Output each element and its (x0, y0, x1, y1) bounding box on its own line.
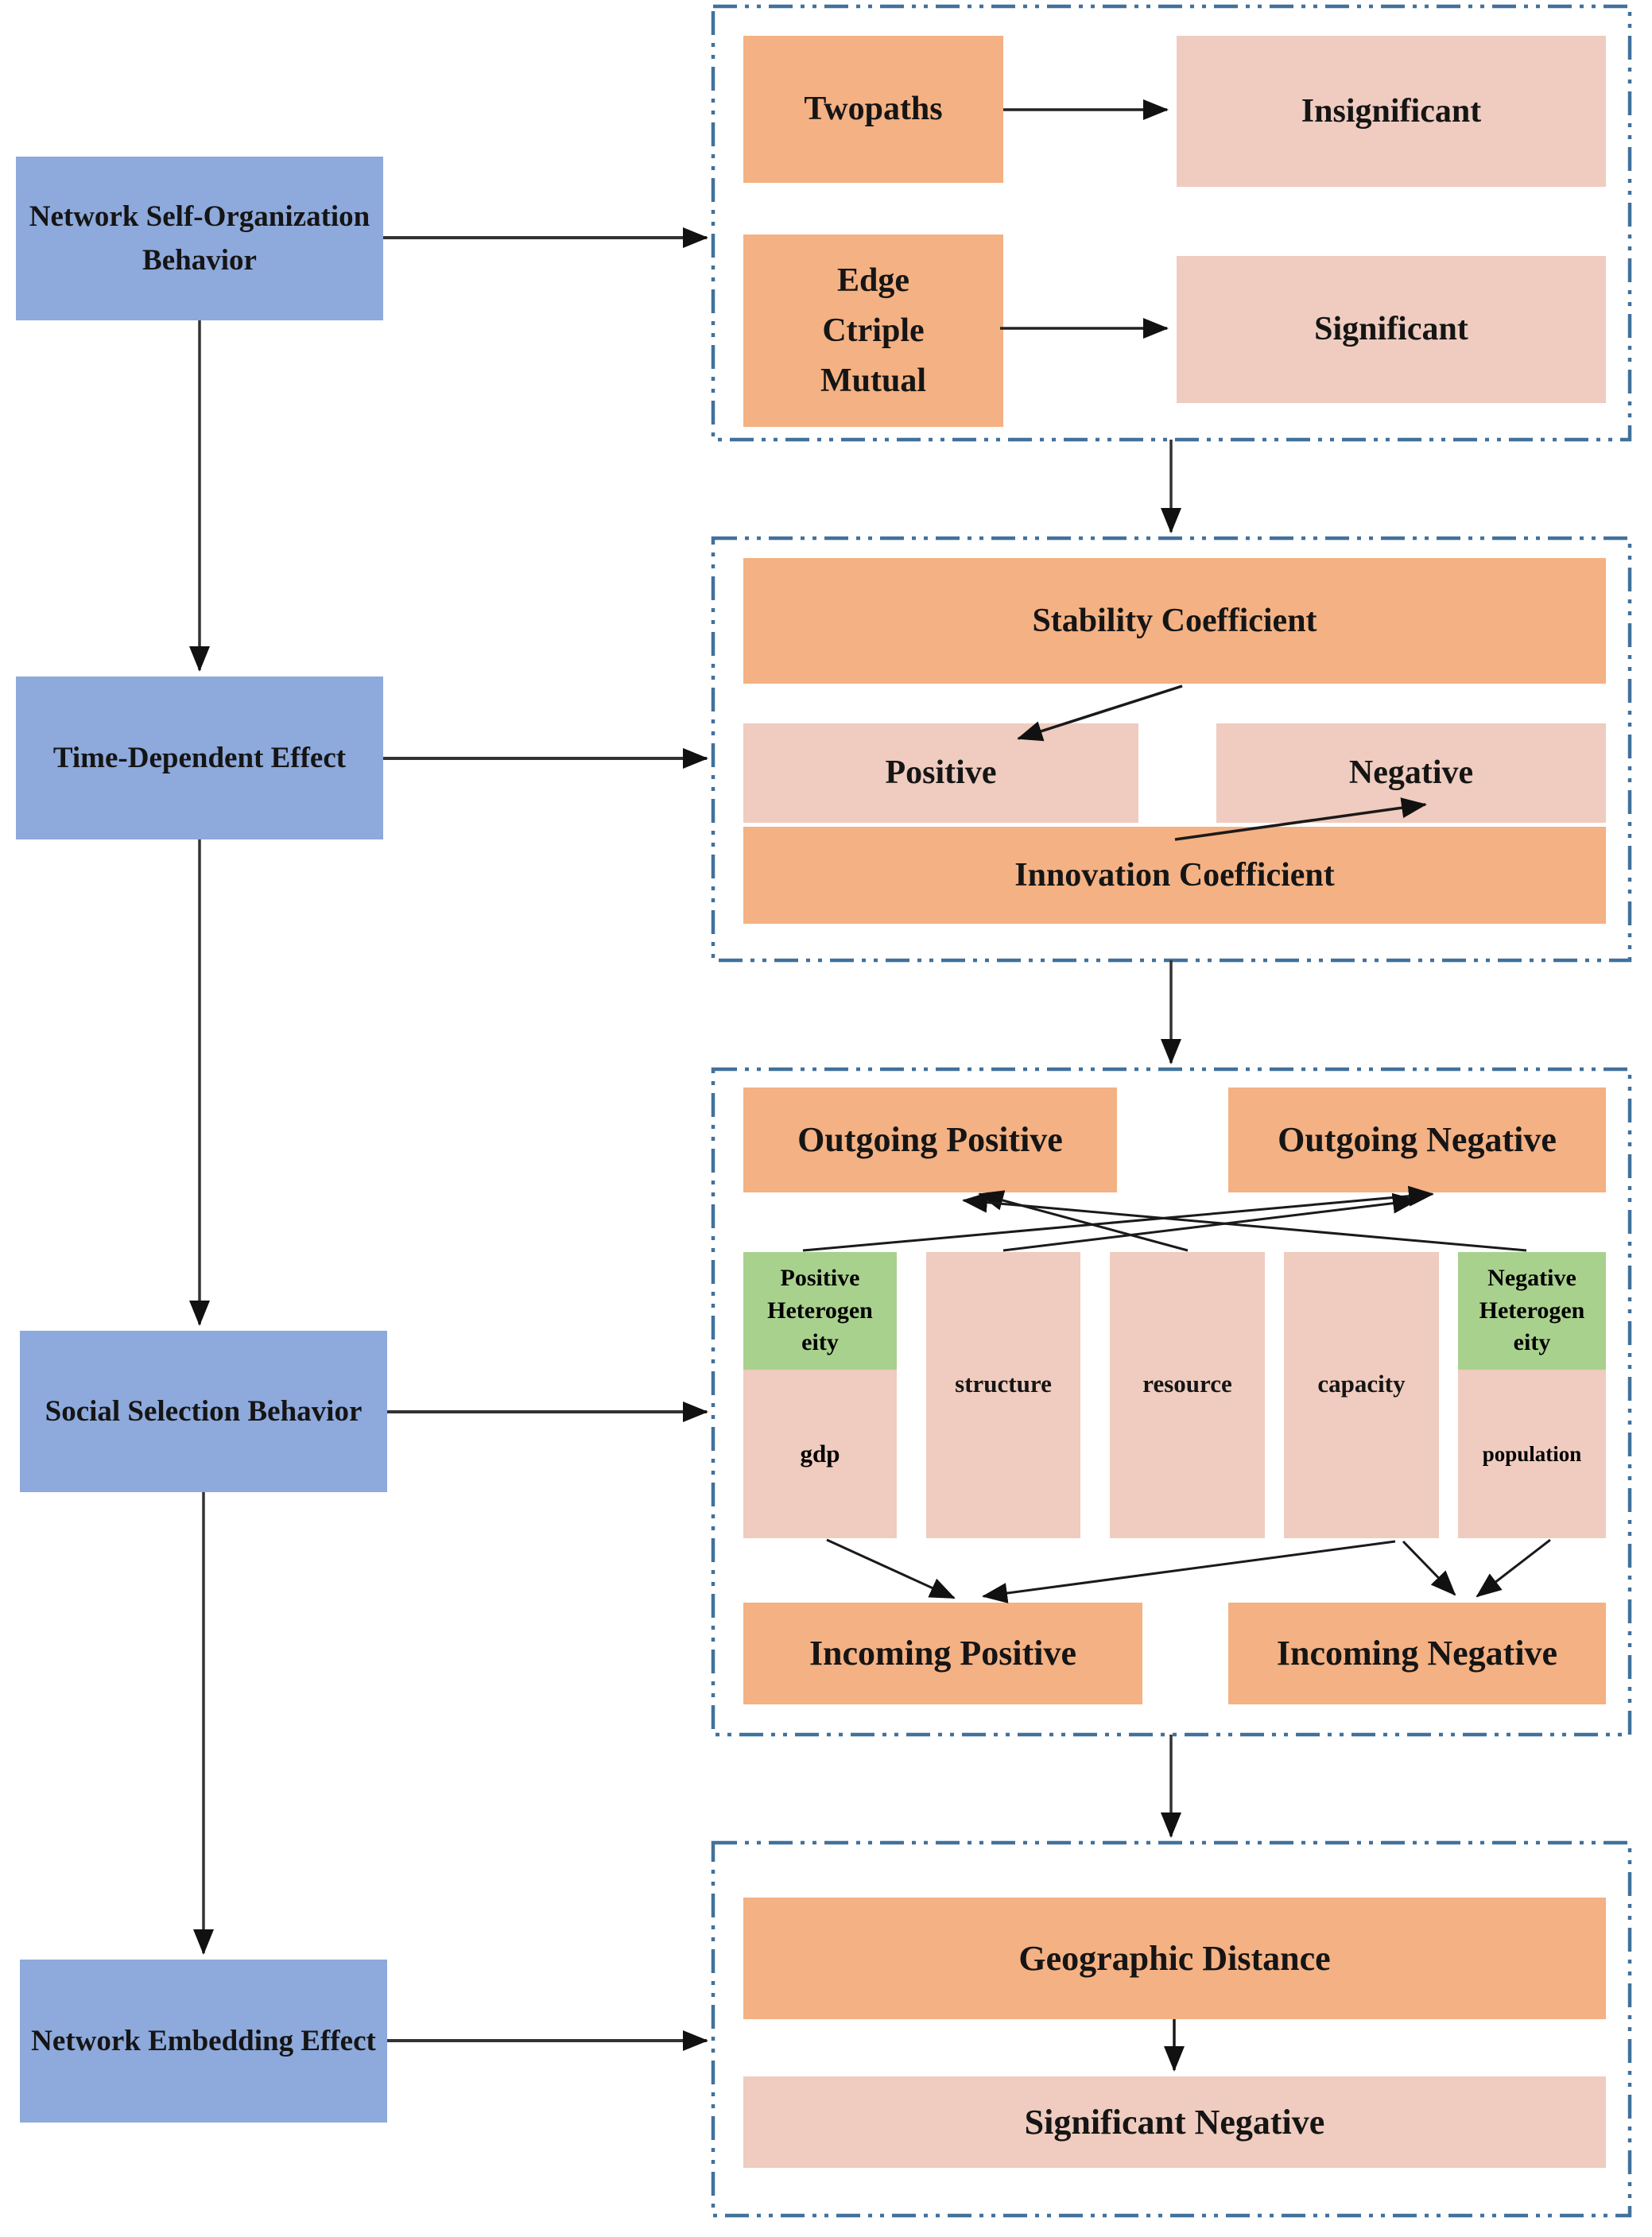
node-positive: Positive (743, 723, 1138, 823)
node-geographic-distance: Geographic Distance (743, 1898, 1606, 2019)
negative-heterogeneity-cap: Negative Heterogen eity (1458, 1252, 1606, 1370)
node-innovation-coefficient: Innovation Coefficient (743, 827, 1606, 924)
column-gdp: Positive Heterogen eity gdp (743, 1252, 897, 1538)
node-significant: Significant (1177, 256, 1606, 403)
node-significant-negative: Significant Negative (743, 2076, 1606, 2168)
edge-ctriple-mutual-label: Edge Ctriple Mutual (820, 256, 926, 406)
node-twopaths: Twopaths (743, 36, 1003, 183)
mutual-line: Mutual (820, 362, 926, 399)
node-incoming-positive: Incoming Positive (743, 1603, 1142, 1704)
ctriple-line: Ctriple (822, 312, 925, 349)
node-edge-ctriple-mutual: Edge Ctriple Mutual (743, 235, 1003, 427)
node-negative: Negative (1216, 723, 1606, 823)
resource-label: resource (1142, 1369, 1232, 1398)
cap-line: Negative (1487, 1265, 1576, 1292)
population-label: population (1458, 1370, 1606, 1538)
cap-line: Heterogen (767, 1297, 873, 1324)
node-time-dependent-effect: Time-Dependent Effect (16, 677, 383, 839)
capacity-label: capacity (1317, 1369, 1406, 1398)
node-insignificant: Insignificant (1177, 36, 1606, 187)
gdp-label: gdp (743, 1370, 897, 1538)
node-network-embedding-effect: Network Embedding Effect (20, 1960, 387, 2123)
cap-line: Positive (780, 1265, 860, 1292)
node-outgoing-negative: Outgoing Negative (1228, 1087, 1606, 1192)
structure-label: structure (955, 1369, 1052, 1398)
column-resource: resource (1110, 1252, 1265, 1538)
node-stability-coefficient: Stability Coefficient (743, 558, 1606, 684)
column-structure: structure (926, 1252, 1080, 1538)
column-population: Negative Heterogen eity population (1458, 1252, 1606, 1538)
positive-heterogeneity-cap: Positive Heterogen eity (743, 1252, 897, 1370)
cap-line: Heterogen (1479, 1297, 1585, 1324)
cap-line: eity (1513, 1329, 1551, 1356)
node-outgoing-positive: Outgoing Positive (743, 1087, 1117, 1192)
column-capacity: capacity (1284, 1252, 1439, 1538)
edge-line: Edge (836, 262, 909, 299)
node-incoming-negative: Incoming Negative (1228, 1603, 1606, 1704)
cap-line: eity (801, 1329, 839, 1356)
node-network-self-organization-behavior: Network Self-Organization Behavior (16, 157, 383, 320)
node-social-selection-behavior: Social Selection Behavior (20, 1331, 387, 1492)
